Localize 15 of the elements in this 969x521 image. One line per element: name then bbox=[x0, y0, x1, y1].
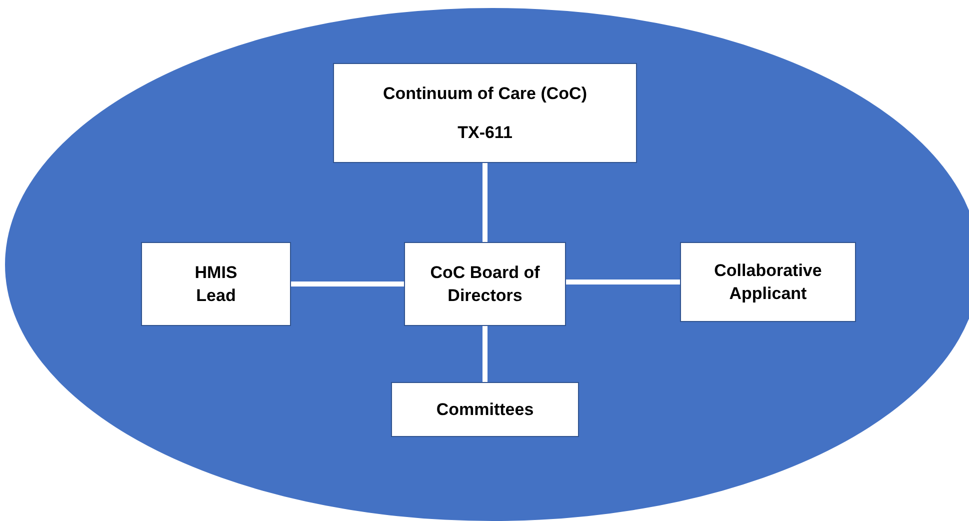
org-box bbox=[391, 382, 579, 437]
connector-line bbox=[291, 282, 404, 286]
box-label: Collaborative Applicant bbox=[713, 260, 823, 305]
box-label: Committees bbox=[436, 398, 534, 421]
box-label: Continuum of Care (CoC) bbox=[383, 82, 587, 105]
box-label: HMIS Lead bbox=[194, 262, 238, 307]
org-box bbox=[680, 242, 856, 322]
org-box bbox=[141, 242, 291, 326]
org-box bbox=[404, 242, 566, 326]
connector-line bbox=[482, 163, 488, 242]
org-box bbox=[333, 63, 637, 163]
box-label: TX-611 bbox=[458, 122, 512, 144]
connector-line bbox=[482, 326, 488, 382]
connector-line bbox=[566, 280, 680, 284]
box-label: CoC Board of Directors bbox=[429, 262, 541, 307]
